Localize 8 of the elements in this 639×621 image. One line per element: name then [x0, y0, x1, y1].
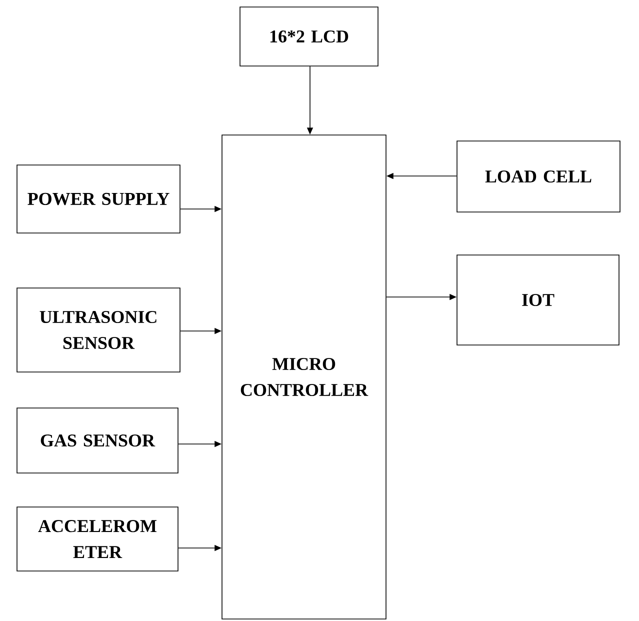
controller-box: MICRO CONTROLLER [222, 134, 386, 620]
block-box: 16*2 LCD [240, 6, 378, 66]
block-box: LOAD CELL [456, 140, 620, 212]
block-box: ULTRASONIC SENSOR [16, 288, 180, 372]
block-box: ACCELEROM ETER [16, 506, 178, 572]
block-box: IOT [456, 254, 620, 346]
block-box: POWER SUPPLY [16, 164, 180, 234]
block-box: GAS SENSOR [16, 408, 178, 474]
